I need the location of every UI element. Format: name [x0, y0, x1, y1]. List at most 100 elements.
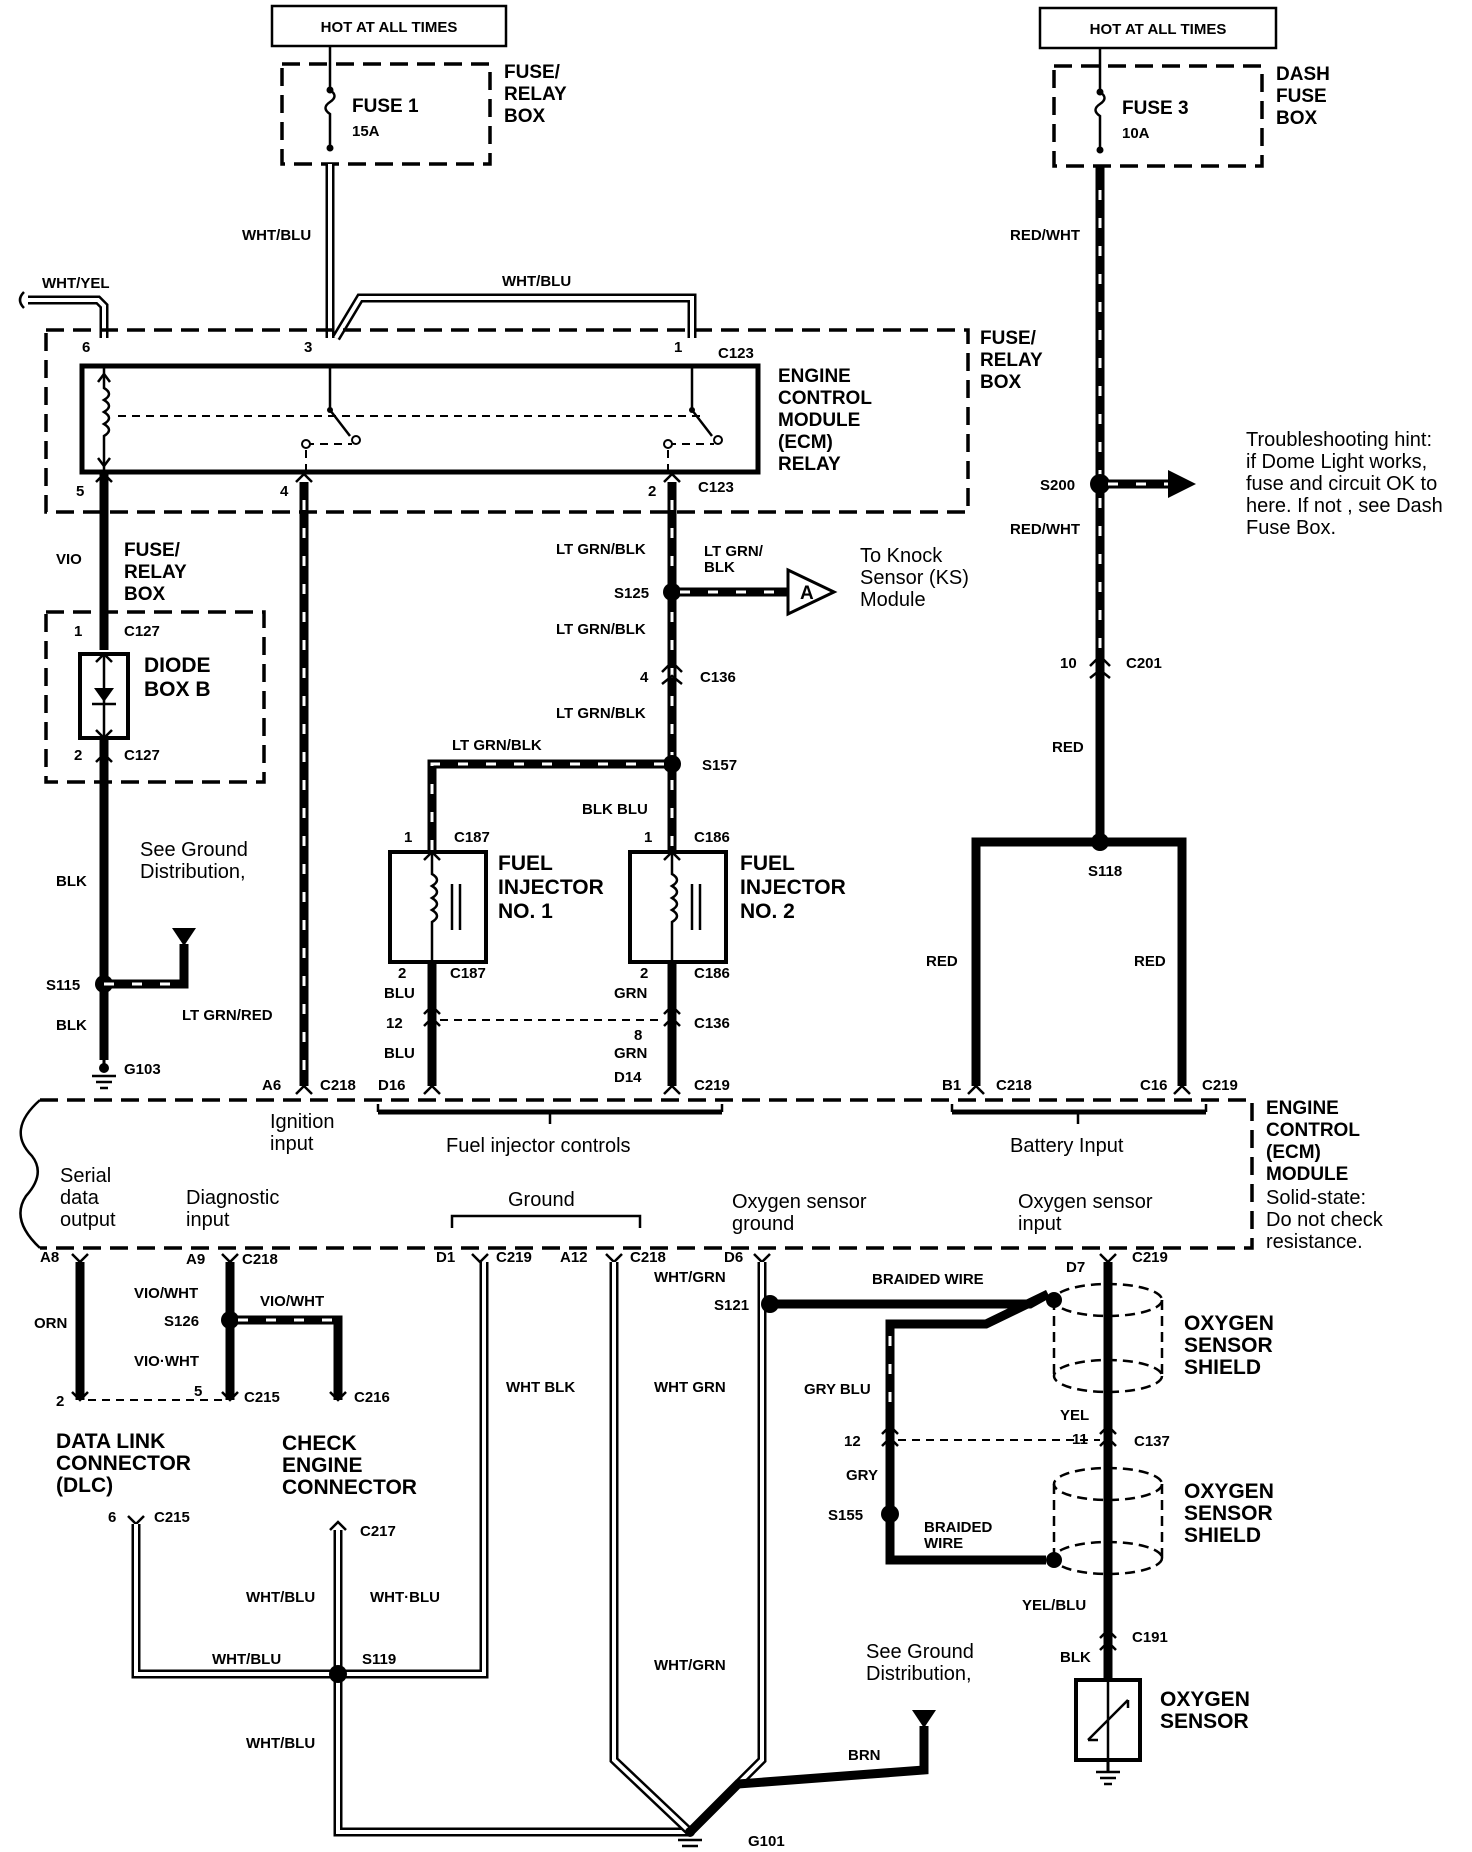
see-ground-b-l2: Distribution,: [866, 1663, 972, 1685]
diode-box-l3: BOX: [124, 584, 166, 605]
pin-label-c16: C16: [1140, 1077, 1168, 1094]
inj2-l2: INJECTOR: [740, 876, 846, 899]
inj1-pin-1: 1: [404, 829, 412, 846]
wire-label-wht-blu-e: WHT/BLU: [212, 1651, 281, 1668]
splice-label-s121: S121: [714, 1297, 749, 1314]
check-l1: CHECK: [282, 1432, 357, 1455]
pin-label-4: 4: [640, 669, 649, 686]
wire-label-blk-b: BLK: [56, 1017, 87, 1034]
hot-box-1: HOT AT ALL TIMES: [270, 4, 508, 48]
injector-1-coil-icon: [429, 852, 439, 962]
wire-ground-bundle: [609, 1262, 767, 1836]
diode-box-l1: FUSE/: [124, 540, 181, 561]
oxygen-sensor-shield-2: [1046, 1466, 1164, 1576]
pin-label-d16: D16: [378, 1077, 406, 1094]
fuse-3-box-l3: BOX: [1276, 108, 1318, 129]
conn-label-c215b: C215: [154, 1509, 190, 1526]
fuse-1: FUSE 1 15A: [280, 62, 492, 166]
conn-label-c218c: C218: [242, 1251, 278, 1268]
ecm-note-l1: Solid-state:: [1266, 1187, 1366, 1209]
wire-label-yel-blu: YEL/BLU: [1022, 1597, 1086, 1614]
inj1-l2: INJECTOR: [498, 876, 604, 899]
knock-sensor-ref-icon: [786, 567, 838, 617]
hint-l2: if Dome Light works,: [1246, 451, 1427, 473]
conn-label-c201: C201: [1126, 655, 1162, 672]
ground-g103-icon: [92, 1060, 116, 1090]
splice-label-s126: S126: [164, 1313, 199, 1330]
ecm-ignition-l2: input: [270, 1133, 314, 1155]
wire-label-brn: BRN: [848, 1747, 881, 1764]
fuse-3-name: FUSE 3: [1122, 98, 1189, 119]
ecm-name-l3: (ECM): [1266, 1142, 1321, 1163]
fuse-3-box-l2: FUSE: [1276, 86, 1327, 107]
ground-ref-a-icon: [172, 928, 196, 946]
shield1-l3: SHIELD: [1184, 1356, 1261, 1379]
wire-label-wht-blu-c: WHT/BLU: [246, 1589, 315, 1606]
knock-l3: Module: [860, 589, 926, 611]
fuse-1-box-l3: BOX: [504, 106, 546, 127]
ecm-outline: [40, 1098, 1254, 1250]
conn-label-c219c: C219: [496, 1249, 532, 1266]
wire-label-blu-b: BLU: [384, 1045, 415, 1062]
wire-label-vio-wht-a: VIO/WHT: [134, 1285, 198, 1302]
ground-label-g103: G103: [124, 1061, 161, 1078]
relay-name-l1: ENGINE: [778, 366, 851, 387]
shield2-l2: SENSOR: [1184, 1502, 1273, 1525]
wire-label-lt-grn-red: LT GRN/RED: [182, 1007, 273, 1024]
injector-2-coil-icon: [669, 852, 679, 962]
relay-box-outline: [44, 328, 970, 514]
relay-box-l1: FUSE/: [980, 328, 1037, 349]
wire-label-lt-grn-blk-a: LT GRN/BLK: [556, 541, 646, 558]
splice-label-s157: S157: [702, 757, 737, 774]
fuse-1-box-l1: FUSE/: [504, 62, 561, 83]
inj1-conn-bot: C187: [450, 965, 486, 982]
ecm-name-l2: CONTROL: [1266, 1120, 1360, 1141]
fuse-1-box-l2: RELAY: [504, 84, 567, 105]
fuel-injector-2: [628, 850, 728, 964]
hint-l5: Fuse Box.: [1246, 517, 1336, 539]
splice-s155: [881, 1505, 899, 1523]
ecm-serial-l1: Serial: [60, 1165, 111, 1187]
relay-pin-2: 2: [648, 483, 656, 500]
see-ground-a-l2: Distribution,: [140, 861, 246, 883]
ecm-note-l3: resistance.: [1266, 1231, 1363, 1253]
relay-box-l2: RELAY: [980, 350, 1043, 371]
conn-label-c218b: C218: [996, 1077, 1032, 1094]
wire-label-braided-b1: BRAIDED: [924, 1519, 993, 1536]
dlc-l1: DATA LINK: [56, 1430, 165, 1453]
inj2-pin-2: 2: [640, 965, 648, 982]
ecm-diag-l1: Diagnostic: [186, 1187, 279, 1209]
wire-label-wht-blu-f: WHT/BLU: [246, 1735, 315, 1752]
splice-label-s155: S155: [828, 1507, 863, 1524]
diode-conn-c127-b: C127: [124, 747, 160, 764]
check-l2: ENGINE: [282, 1454, 363, 1477]
wire-label-blk-blu: BLK BLU: [582, 801, 648, 818]
relay-pin-5: 5: [76, 483, 84, 500]
ecm-fuel: Fuel injector controls: [446, 1135, 631, 1157]
knock-l2: Sensor (KS): [860, 567, 969, 589]
shield1-l2: SENSOR: [1184, 1334, 1273, 1357]
wire-label-red-a: RED: [1052, 739, 1084, 756]
pin-label-12: 12: [386, 1015, 403, 1032]
wire-label-vio: VIO: [56, 551, 82, 568]
pin-label-a8: A8: [40, 1249, 59, 1266]
pin-label-d14: D14: [614, 1069, 642, 1086]
inj2-pin-1: 1: [644, 829, 652, 846]
relay-coil-icon: [101, 366, 111, 472]
pin-label-12b: 12: [844, 1433, 861, 1450]
knock-l1: To Knock: [860, 545, 943, 567]
arrow-right-icon: [1168, 470, 1196, 498]
conn-label-c219b: C219: [1202, 1077, 1238, 1094]
conn-label-c219d: C219: [1132, 1249, 1168, 1266]
wire-label-vio-wht-b: VIO/WHT: [260, 1293, 324, 1310]
ecm-serial-l2: data: [60, 1187, 100, 1209]
wire-label-blu-a: BLU: [384, 985, 415, 1002]
wire-label-gry-blu: GRY BLU: [804, 1381, 871, 1398]
diode-name-l2: BOX B: [144, 678, 211, 701]
ground-g101-icon: [678, 1827, 702, 1848]
diode-icon: [94, 688, 114, 702]
fuse-3-rating: 10A: [1122, 125, 1150, 142]
pin-label-10: 10: [1060, 655, 1077, 672]
ecm-break-icon: [19, 1099, 41, 1249]
